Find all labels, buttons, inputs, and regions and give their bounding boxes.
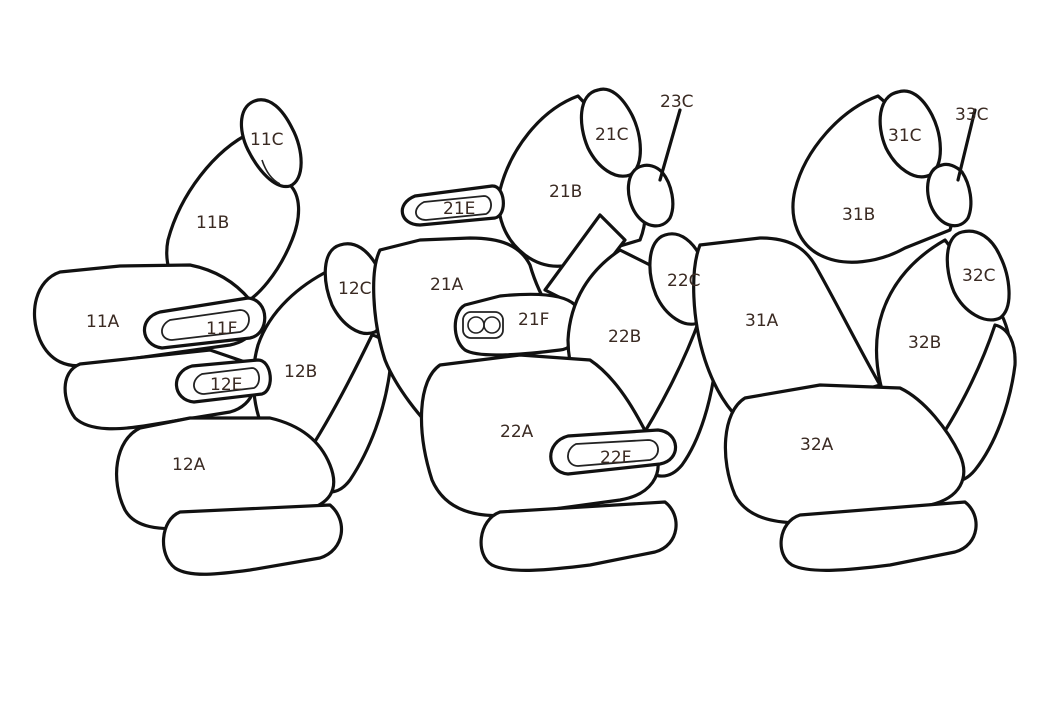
seat-11-group xyxy=(32,98,303,431)
label-31A: 31A xyxy=(745,311,779,331)
label-21C: 21C xyxy=(595,125,629,145)
label-31C: 31C xyxy=(888,126,922,146)
label-21F: 21F xyxy=(518,310,549,330)
label-33C: 33C xyxy=(955,105,989,125)
part-23C-headrest xyxy=(626,163,675,228)
part-21F-console xyxy=(453,292,582,357)
label-12E: 12E xyxy=(210,375,242,395)
part-11C-headrest xyxy=(239,98,303,189)
label-21A: 21A xyxy=(430,275,464,295)
label-12B: 12B xyxy=(284,362,317,382)
label-22F: 22F xyxy=(600,448,631,468)
seat-12-group xyxy=(114,242,392,576)
label-32C: 32C xyxy=(962,266,996,286)
label-21B: 21B xyxy=(549,182,582,202)
label-21E: 21E xyxy=(443,199,475,219)
label-11A: 11A xyxy=(86,312,120,332)
part-33C-headrest xyxy=(926,162,973,228)
part-labels: 11C 11B 11A 11F 12C 12B 12A 12E 21C 21B … xyxy=(86,92,996,475)
seat-32-group xyxy=(723,229,1017,572)
part-22A-cushion xyxy=(419,353,660,518)
label-12C: 12C xyxy=(338,279,372,299)
label-11C: 11C xyxy=(250,130,284,150)
label-22A: 22A xyxy=(500,422,534,442)
part-32A-front xyxy=(779,500,978,572)
part-12C-headrest xyxy=(323,242,388,335)
label-22B: 22B xyxy=(608,327,641,347)
label-31B: 31B xyxy=(842,205,875,225)
label-23C: 23C xyxy=(660,92,694,112)
cupholder-icon xyxy=(462,311,504,339)
label-22C: 22C xyxy=(667,271,701,291)
part-12A-front xyxy=(161,503,344,576)
label-32A: 32A xyxy=(800,435,834,455)
label-11F: 11F xyxy=(206,319,237,339)
label-32B: 32B xyxy=(908,333,941,353)
label-12A: 12A xyxy=(172,455,206,475)
seat-31-group xyxy=(692,89,977,427)
part-22A-front xyxy=(479,500,678,572)
part-32C-headrest xyxy=(945,229,1011,322)
label-11B: 11B xyxy=(196,213,229,233)
